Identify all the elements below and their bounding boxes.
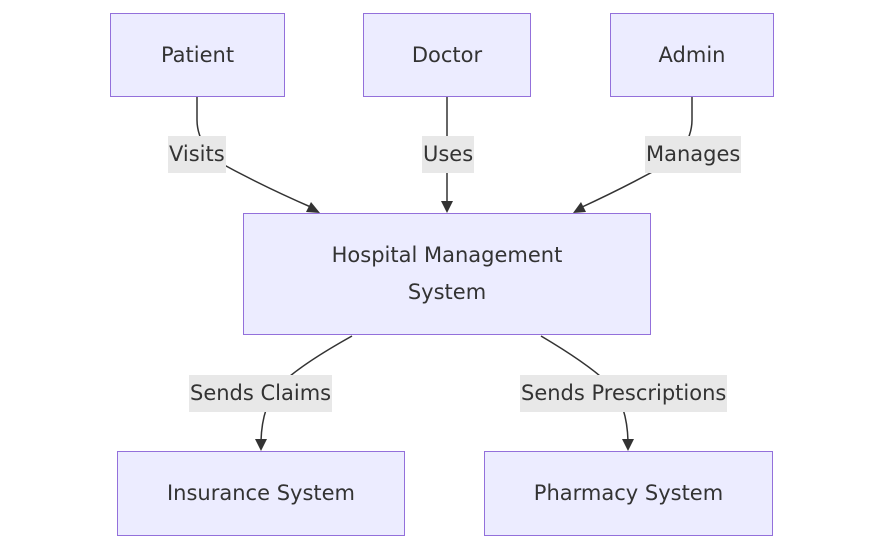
edge-label-visits: Visits (168, 136, 226, 173)
node-doctor: Doctor (363, 13, 531, 97)
arrowhead-hms-insurance (255, 439, 267, 451)
node-hospital-management-system: Hospital Management System (243, 213, 651, 335)
arrowhead-patient-hms (306, 202, 320, 213)
node-insurance-label: Insurance System (166, 481, 355, 505)
arrowhead-admin-hms (573, 202, 586, 213)
arrowhead-hms-pharmacy (622, 439, 634, 451)
node-doctor-label: Doctor (411, 42, 483, 67)
node-hms-label-line1: Hospital Management (331, 243, 563, 267)
node-patient-label: Patient (160, 42, 235, 67)
node-pharmacy-system: Pharmacy System (484, 451, 773, 536)
edge-label-sends-prescriptions: Sends Prescriptions (520, 375, 728, 412)
node-patient: Patient (110, 13, 285, 97)
edge-label-sends-claims: Sends Claims (189, 375, 333, 412)
edge-label-manages: Manages (645, 136, 742, 173)
node-admin: Admin (610, 13, 774, 97)
arrowhead-doctor-hms (441, 201, 453, 213)
edge-label-uses: Uses (422, 136, 475, 173)
node-hms-label-line2: System (407, 280, 487, 304)
node-insurance-system: Insurance System (117, 451, 405, 536)
node-admin-label: Admin (658, 42, 726, 67)
node-pharmacy-label: Pharmacy System (533, 481, 724, 505)
